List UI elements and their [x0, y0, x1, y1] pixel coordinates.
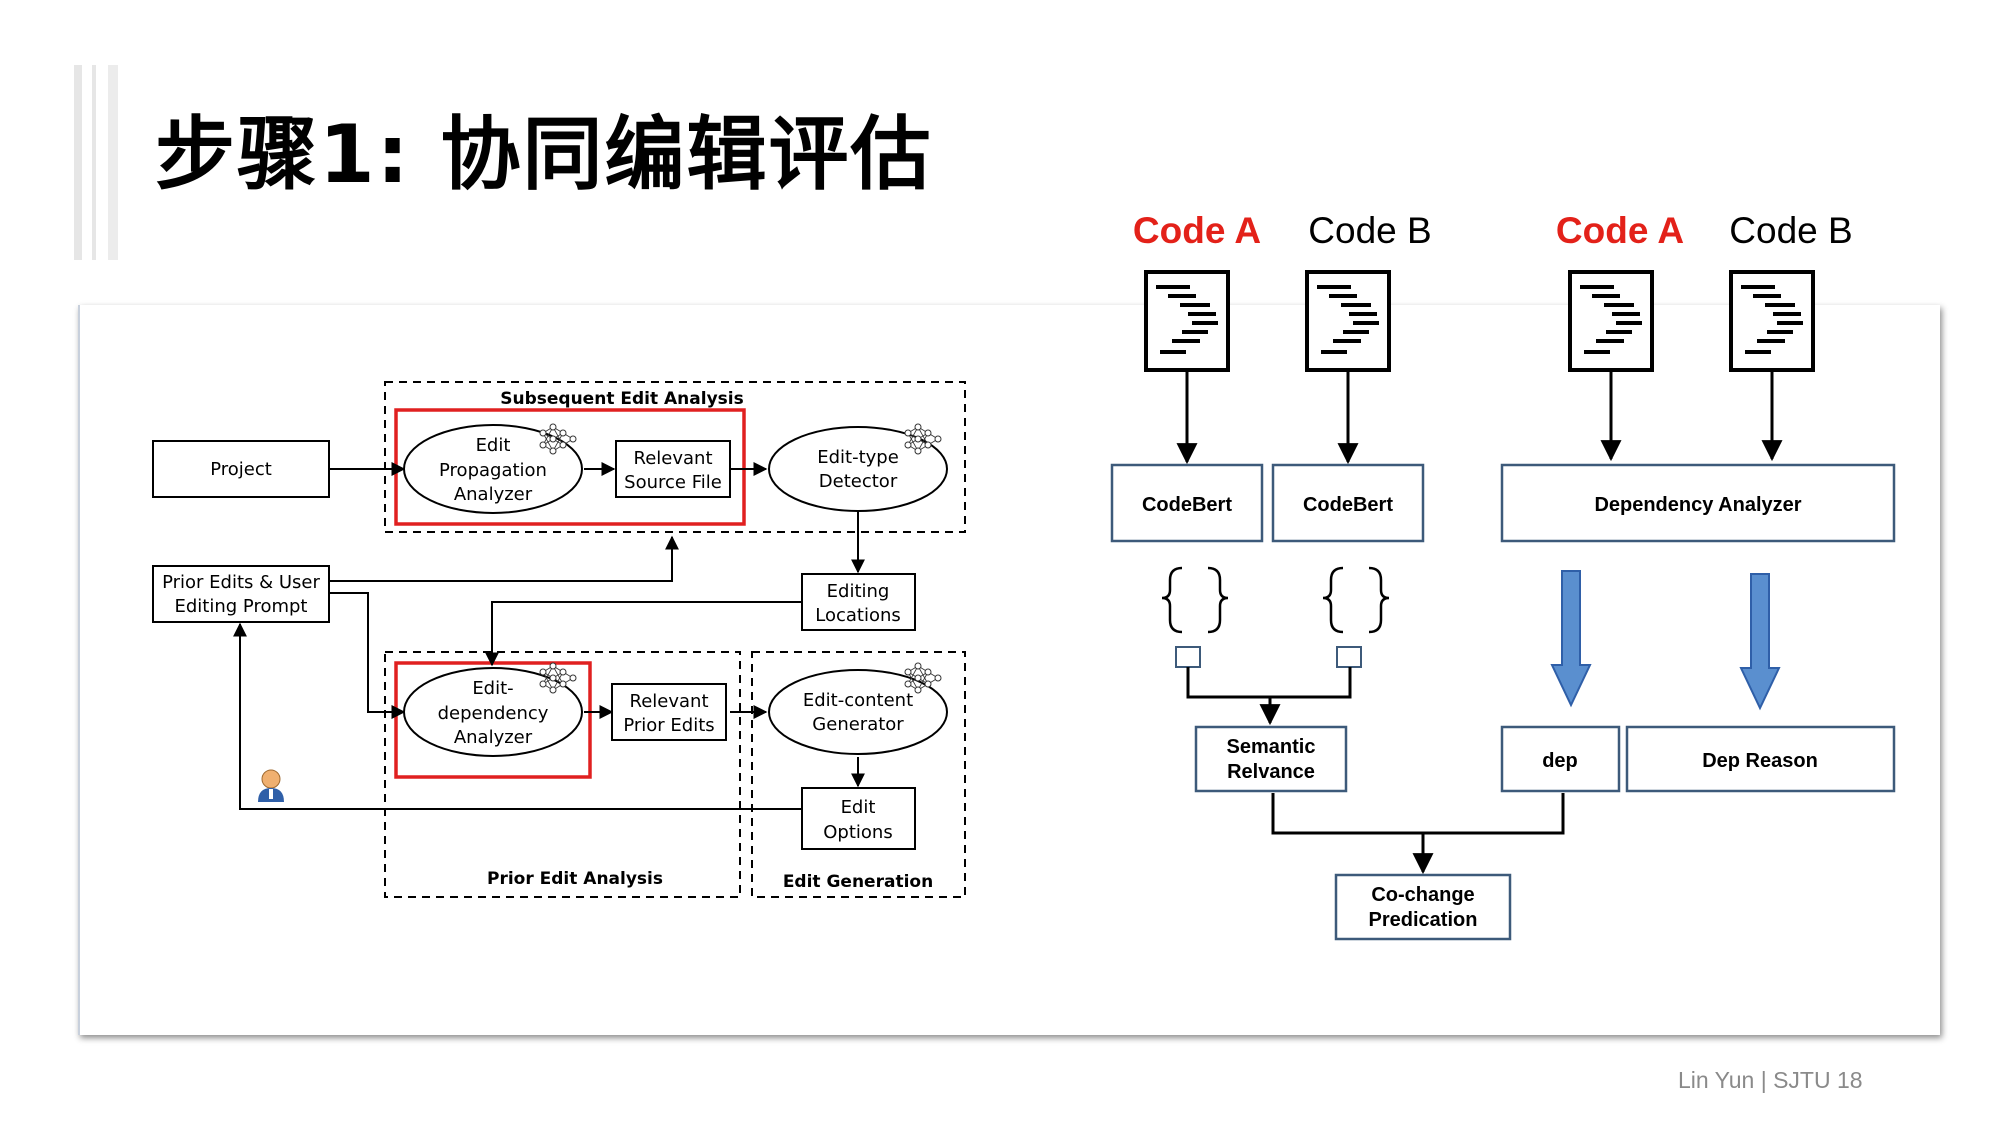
node-editing-locations	[801, 573, 916, 631]
code-document-icon	[1729, 270, 1815, 372]
header-code-b-2: Code B	[1729, 210, 1852, 251]
code-document-icon	[1144, 270, 1230, 372]
edit-content-line2: Generator	[812, 714, 904, 735]
semantic-line1: Semantic	[1227, 736, 1316, 758]
relevant-prior-line2: Prior Edits	[623, 715, 714, 736]
node-edit-propagation-analyzer	[403, 424, 583, 514]
braces-icon	[1160, 566, 1230, 634]
edit-propagation-line3: Analyzer	[454, 484, 533, 505]
header-code-a-2: Code A	[1556, 210, 1684, 251]
section-label-prior: Prior Edit Analysis	[487, 869, 663, 889]
edit-propagation-line2: Propagation	[439, 460, 547, 481]
relevant-source-line1: Relevant	[634, 448, 713, 469]
code-document-icon	[1305, 270, 1391, 372]
cochange-line2: Predication	[1369, 909, 1478, 931]
node-project-label: Project	[210, 459, 272, 480]
edit-dependency-line1: Edit-	[472, 678, 513, 699]
node-edit-dependency-analyzer	[403, 667, 583, 757]
edit-propagation-line1: Edit	[476, 435, 511, 456]
code-document-icon	[1568, 270, 1654, 372]
header-code-b-1: Code B	[1308, 210, 1431, 251]
slide-title: 步骤1: 协同编辑评估	[155, 108, 933, 201]
node-prior-edits-line1: Prior Edits & User	[162, 572, 320, 593]
edit-type-line1: Edit-type	[817, 447, 899, 468]
user-icon	[258, 769, 284, 802]
embedding-square-icon	[1175, 646, 1201, 668]
slide-footer: Lin Yun | SJTU 18	[1678, 1067, 1863, 1093]
right-diagram: Code A Code B Code A Code B CodeBert Cod…	[1110, 210, 1896, 941]
edit-options-line1: Edit	[841, 797, 876, 818]
edit-content-line1: Edit-content	[803, 690, 913, 711]
dependency-analyzer-label: Dependency Analyzer	[1594, 494, 1801, 516]
codebert-label-2: CodeBert	[1303, 494, 1393, 516]
dep-label: dep	[1542, 750, 1578, 772]
edit-options-line2: Options	[823, 822, 892, 843]
node-relevant-prior-edits	[611, 683, 727, 741]
decor-bar-1	[74, 65, 82, 260]
relevant-prior-line1: Relevant	[630, 691, 709, 712]
node-prior-edits-prompt	[152, 565, 330, 623]
block-arrow-down-1	[1550, 570, 1592, 708]
node-edit-options	[801, 787, 916, 850]
codebert-box-2	[1271, 463, 1425, 543]
semantic-relevance-box	[1194, 725, 1348, 793]
cochange-line1: Co-change	[1371, 884, 1474, 906]
section-label-subsequent: Subsequent Edit Analysis	[500, 389, 743, 409]
codebert-label-1: CodeBert	[1142, 494, 1232, 516]
node-project	[152, 440, 330, 498]
header-code-a-1: Code A	[1133, 210, 1261, 251]
dep-box	[1500, 725, 1621, 793]
node-edit-type-detector	[768, 426, 948, 512]
co-change-predication-box	[1334, 873, 1512, 941]
edit-dependency-line3: Analyzer	[454, 727, 533, 748]
edit-type-line2: Detector	[819, 471, 898, 492]
dep-reason-box	[1625, 725, 1896, 793]
editing-locations-line1: Editing	[827, 581, 890, 602]
dep-reason-label: Dep Reason	[1702, 750, 1818, 772]
node-prior-edits-line2: Editing Prompt	[175, 596, 308, 617]
decor-bar-2	[92, 65, 96, 260]
edit-dependency-line2: dependency	[438, 703, 549, 724]
braces-icon	[1321, 566, 1391, 634]
node-edit-content-generator	[768, 669, 948, 755]
semantic-line2: Relvance	[1227, 761, 1315, 783]
left-diagram: Subsequent Edit Analysis Prior Edit Anal…	[152, 381, 966, 898]
section-edit-generation	[751, 651, 966, 898]
node-relevant-source-file	[615, 440, 731, 498]
editing-locations-line2: Locations	[815, 605, 901, 626]
relevant-source-line2: Source File	[624, 472, 722, 493]
section-prior-edit-analysis	[384, 651, 741, 898]
codebert-box-1	[1110, 463, 1264, 543]
decor-bar-3	[108, 65, 118, 260]
block-arrow-down-2	[1739, 573, 1781, 711]
embedding-square-icon	[1336, 646, 1362, 668]
dependency-analyzer-box	[1500, 463, 1896, 543]
content-panel	[78, 305, 1940, 1035]
section-label-generation: Edit Generation	[783, 872, 933, 892]
